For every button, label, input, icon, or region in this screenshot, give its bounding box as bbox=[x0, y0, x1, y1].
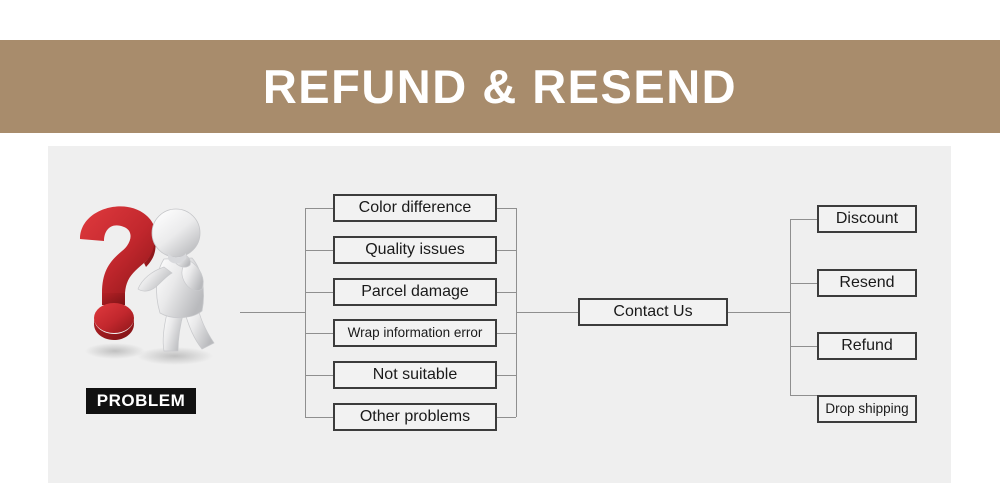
page-banner: REFUND & RESEND bbox=[0, 40, 1000, 133]
connector-problem-to-spine bbox=[240, 312, 305, 313]
connector-branch-reason-1 bbox=[305, 208, 333, 209]
connector-reason-5-to-spine bbox=[497, 375, 516, 376]
connector-reason-6-to-spine bbox=[497, 417, 516, 418]
page-title: REFUND & RESEND bbox=[262, 60, 738, 113]
reason-box-not-suitable[interactable]: Not suitable bbox=[333, 361, 497, 389]
resolution-box-discount[interactable]: Discount bbox=[817, 205, 917, 233]
connector-right-spine bbox=[790, 219, 791, 395]
resolution-box-drop-shipping[interactable]: Drop shipping bbox=[817, 395, 917, 423]
reason-box-other-problems[interactable]: Other problems bbox=[333, 403, 497, 431]
problem-label: PROBLEM bbox=[86, 388, 196, 414]
reason-box-wrap-information-error[interactable]: Wrap information error bbox=[333, 319, 497, 347]
connector-left-spine bbox=[305, 208, 306, 417]
reason-box-color-difference[interactable]: Color difference bbox=[333, 194, 497, 222]
connector-branch-reason-4 bbox=[305, 333, 333, 334]
connector-branch-reason-2 bbox=[305, 250, 333, 251]
connector-branch-reason-5 bbox=[305, 375, 333, 376]
connector-branch-reason-3 bbox=[305, 292, 333, 293]
reason-box-quality-issues[interactable]: Quality issues bbox=[333, 236, 497, 264]
connector-spine-to-hub bbox=[516, 312, 578, 313]
diagram-panel: PROBLEM Color difference Quality issues … bbox=[48, 146, 951, 483]
connector-reason-1-to-spine bbox=[497, 208, 516, 209]
connector-branch-resolution-2 bbox=[790, 283, 817, 284]
connector-reason-2-to-spine bbox=[497, 250, 516, 251]
question-mark-thinker-icon bbox=[60, 201, 250, 386]
connector-reason-4-to-spine bbox=[497, 333, 516, 334]
connector-branch-resolution-3 bbox=[790, 346, 817, 347]
connector-branch-resolution-1 bbox=[790, 219, 817, 220]
connector-branch-reason-6 bbox=[305, 417, 333, 418]
resolution-box-refund[interactable]: Refund bbox=[817, 332, 917, 360]
connector-reason-3-to-spine bbox=[497, 292, 516, 293]
connector-hub-to-right-spine bbox=[728, 312, 790, 313]
connector-branch-resolution-4 bbox=[790, 395, 817, 396]
hub-box-contact-us[interactable]: Contact Us bbox=[578, 298, 728, 326]
reason-box-parcel-damage[interactable]: Parcel damage bbox=[333, 278, 497, 306]
resolution-box-resend[interactable]: Resend bbox=[817, 269, 917, 297]
